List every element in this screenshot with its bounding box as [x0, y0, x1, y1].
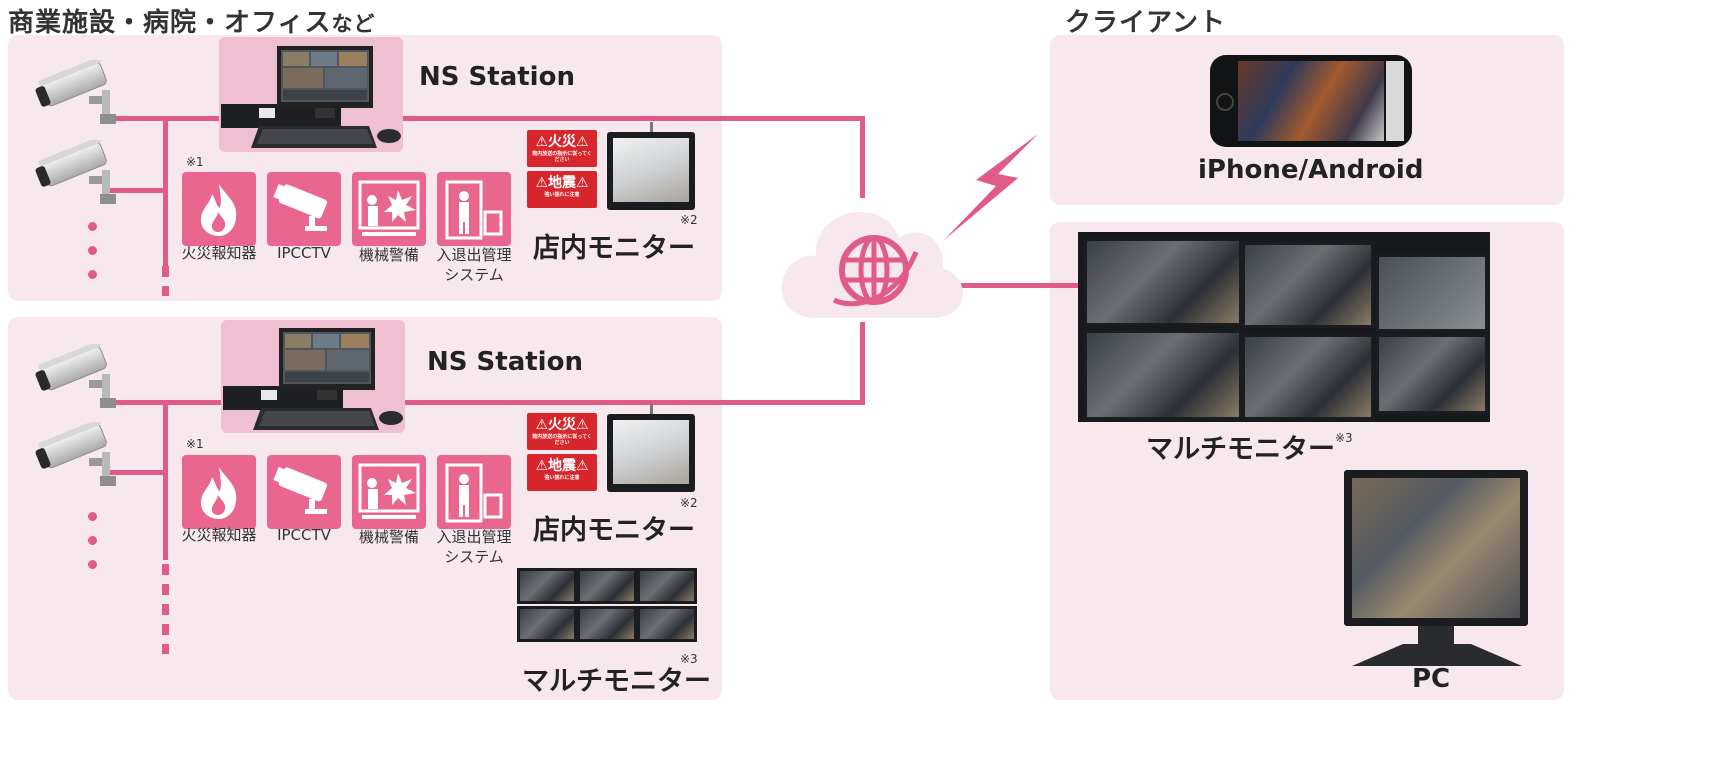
- quake-warning-sign: ⚠地震⚠ 強い揺れに注意: [527, 454, 597, 491]
- quake-warning-sub: 強い揺れに注意: [544, 475, 580, 481]
- monitor-mount: [650, 122, 653, 132]
- quake-warning-title: ⚠地震⚠: [535, 458, 589, 474]
- ellipsis-dot: [88, 536, 97, 545]
- store-monitor-screen: [613, 420, 689, 484]
- network-line: [110, 400, 865, 405]
- cctv-camera-icon: [273, 467, 328, 514]
- ns-station-label: NS Station: [427, 347, 583, 377]
- ellipsis-dot: [88, 270, 97, 279]
- fire-warning-sign: ⚠火災⚠ 館内放送の指示に従ってください: [527, 130, 597, 167]
- smartphone-home-button: [1216, 93, 1234, 111]
- network-line: [860, 116, 865, 198]
- multi-monitor-wall-icon: [1078, 232, 1490, 422]
- fire-alarm-label: 火災報知器: [181, 526, 257, 544]
- quake-warning-sign: ⚠地震⚠ 強い揺れに注意: [527, 171, 597, 208]
- ipcctv-label: IPCCTV: [277, 526, 331, 544]
- access-control-label: 入退出管理 システム: [430, 527, 518, 567]
- fire-icon: [200, 184, 237, 236]
- store-monitor-screen: [613, 138, 689, 202]
- multi-monitor-label: マルチモニター: [1146, 434, 1335, 465]
- network-line: [960, 283, 1080, 288]
- network-line-dotted: [162, 266, 169, 296]
- facility-heading-text: 商業施設・病院・オフィス: [8, 8, 332, 38]
- security-camera-icon: [34, 344, 124, 414]
- ellipsis-dot: [88, 512, 97, 521]
- network-line: [163, 116, 168, 266]
- footnote-mark: ※2: [680, 496, 698, 510]
- quake-warning-sub: 強い揺れに注意: [544, 192, 580, 198]
- access-control-label: 入退出管理 システム: [430, 245, 518, 285]
- fire-alarm-tile: [182, 172, 256, 246]
- quake-warning-title: ⚠地震⚠: [535, 175, 589, 191]
- network-line: [163, 400, 168, 560]
- multi-monitor-label: マルチモニター: [522, 666, 711, 697]
- fire-alarm-label: 火災報知器: [181, 244, 257, 262]
- ipcctv-tile: [267, 172, 341, 246]
- access-control-tile: [437, 172, 511, 246]
- network-line: [110, 470, 168, 475]
- machine-security-label: 機械警備: [358, 528, 419, 546]
- ipcctv-label: IPCCTV: [277, 244, 331, 262]
- machine-security-tile: [352, 172, 426, 246]
- footnote-mark: ※2: [680, 213, 698, 227]
- cloud-internet-icon: [781, 212, 964, 318]
- ipcctv-tile: [267, 455, 341, 529]
- machine-security-tile: [352, 455, 426, 529]
- fire-warning-title: ⚠火災⚠: [535, 417, 589, 433]
- network-line: [860, 322, 865, 405]
- network-line: [110, 116, 865, 121]
- fire-warning-sub: 館内放送の指示に従ってください: [532, 434, 592, 446]
- fire-warning-sign: ⚠火災⚠ 館内放送の指示に従ってください: [527, 413, 597, 450]
- access-gate-icon: [445, 180, 503, 240]
- access-gate-icon: [445, 463, 503, 523]
- client-heading: クライアント: [1065, 8, 1226, 38]
- facility-heading-suffix: など: [331, 12, 376, 36]
- smartphone-screen: [1238, 61, 1384, 141]
- monitor-mount: [650, 404, 653, 414]
- smartphone-icon: [1210, 55, 1412, 147]
- security-camera-icon: [34, 140, 124, 210]
- footnote-mark: ※3: [680, 652, 698, 666]
- store-monitor-icon: [607, 132, 695, 210]
- security-camera-icon: [34, 422, 124, 492]
- footnote-mark: ※1: [186, 155, 204, 169]
- pc-monitor-icon: [1344, 470, 1528, 626]
- ellipsis-dot: [88, 222, 97, 231]
- ns-station-computer-icon: [219, 44, 409, 154]
- network-line-dotted: [162, 564, 169, 654]
- fire-alarm-tile: [182, 455, 256, 529]
- machine-security-label: 機械警備: [358, 246, 419, 264]
- store-monitor-label: 店内モニター: [533, 233, 695, 264]
- pc-monitor-screen: [1352, 478, 1520, 618]
- fire-warning-sub: 館内放送の指示に従ってください: [532, 151, 592, 163]
- fire-icon: [200, 467, 237, 519]
- store-monitor-label: 店内モニター: [533, 515, 695, 546]
- access-control-label-line1: 入退出管理: [436, 528, 512, 546]
- footnote-mark: ※3: [1335, 431, 1353, 445]
- multi-monitor-small-icon: [517, 568, 697, 644]
- ellipsis-dot: [88, 246, 97, 255]
- network-line: [110, 188, 168, 193]
- security-camera-icon: [34, 60, 124, 130]
- ns-station-computer-icon: [221, 326, 411, 436]
- access-control-tile: [437, 455, 511, 529]
- access-control-label-line1: 入退出管理: [436, 246, 512, 264]
- cctv-camera-icon: [273, 184, 328, 231]
- machine-alarm-icon: [358, 463, 420, 519]
- pc-monitor-stand: [1418, 626, 1454, 646]
- store-monitor-icon: [607, 414, 695, 492]
- pc-monitor-base: [1352, 644, 1522, 666]
- pc-label: PC: [1412, 664, 1451, 694]
- access-control-label-line2: システム: [444, 266, 504, 284]
- wireless-bolt-icon: [944, 134, 1038, 240]
- fire-warning-title: ⚠火災⚠: [535, 134, 589, 150]
- facility-heading: 商業施設・病院・オフィスなど: [8, 2, 375, 39]
- access-control-label-line2: システム: [444, 548, 504, 566]
- machine-alarm-icon: [358, 180, 420, 236]
- mobile-client-label: iPhone/Android: [1198, 155, 1424, 185]
- ellipsis-dot: [88, 560, 97, 569]
- ns-station-label: NS Station: [419, 62, 575, 92]
- footnote-mark: ※1: [186, 437, 204, 451]
